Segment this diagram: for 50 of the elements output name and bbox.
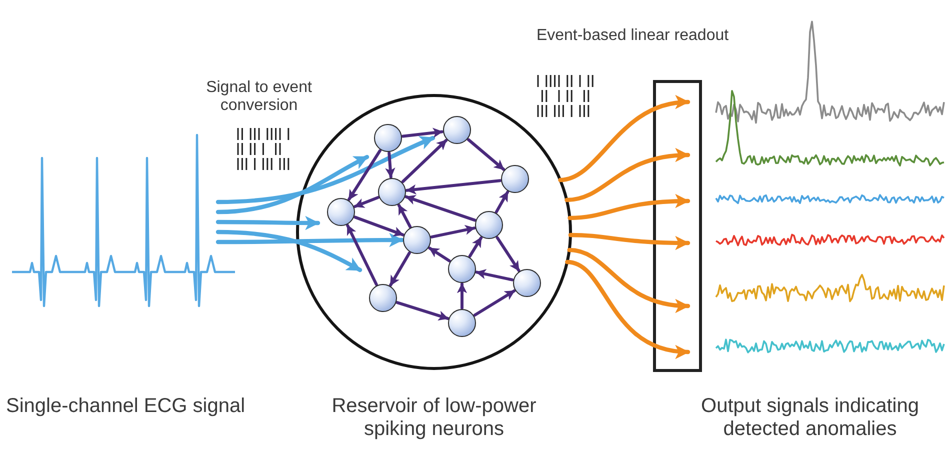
arrow xyxy=(216,216,320,230)
arrow xyxy=(565,260,690,358)
arrow xyxy=(389,251,411,287)
arrow xyxy=(404,194,476,222)
neuron-node xyxy=(475,211,503,239)
arrow xyxy=(430,224,476,238)
neuron-node xyxy=(327,198,355,226)
arrow xyxy=(468,236,483,258)
readout-box xyxy=(653,80,702,372)
neuron-node xyxy=(403,226,431,254)
arrow xyxy=(396,301,450,321)
arrow xyxy=(405,179,502,195)
neuron-node xyxy=(448,255,476,283)
arrow xyxy=(494,190,510,214)
arrow xyxy=(216,232,404,248)
arrow xyxy=(428,246,451,262)
arrow xyxy=(397,204,412,228)
caption: Single-channel ECG signal xyxy=(6,395,246,418)
arrow xyxy=(401,138,448,184)
arrow xyxy=(346,224,378,286)
neuron-node xyxy=(378,178,406,206)
neuron-node xyxy=(374,124,402,152)
arrow xyxy=(473,289,516,317)
caption: Reservoir of low-power spiking neurons xyxy=(330,395,538,441)
arrow xyxy=(567,248,690,312)
arrow xyxy=(216,154,370,214)
arrow xyxy=(568,194,690,220)
caption: Signal to event conversion xyxy=(205,79,313,116)
reservoir-circle xyxy=(296,94,572,370)
arrow xyxy=(558,96,690,182)
neuron-node xyxy=(369,284,397,312)
arrow xyxy=(216,136,436,204)
arrow xyxy=(385,151,396,179)
arrow xyxy=(456,282,468,310)
arrow xyxy=(348,149,382,201)
arrow xyxy=(354,216,404,236)
neuron-node xyxy=(443,116,471,144)
caption: Event-based linear readout xyxy=(535,27,730,46)
arrow xyxy=(564,148,690,202)
arrow xyxy=(475,269,514,282)
arrow xyxy=(353,196,380,208)
arrow xyxy=(401,128,444,138)
arrow xyxy=(496,236,520,272)
arrow xyxy=(216,230,362,272)
arrow xyxy=(466,138,506,171)
neuron-node xyxy=(501,165,529,193)
arrow xyxy=(568,232,690,250)
caption: Output signals indicating detected anomalies xyxy=(700,395,920,441)
neuron-node xyxy=(448,309,476,337)
neuron-node xyxy=(513,269,541,297)
